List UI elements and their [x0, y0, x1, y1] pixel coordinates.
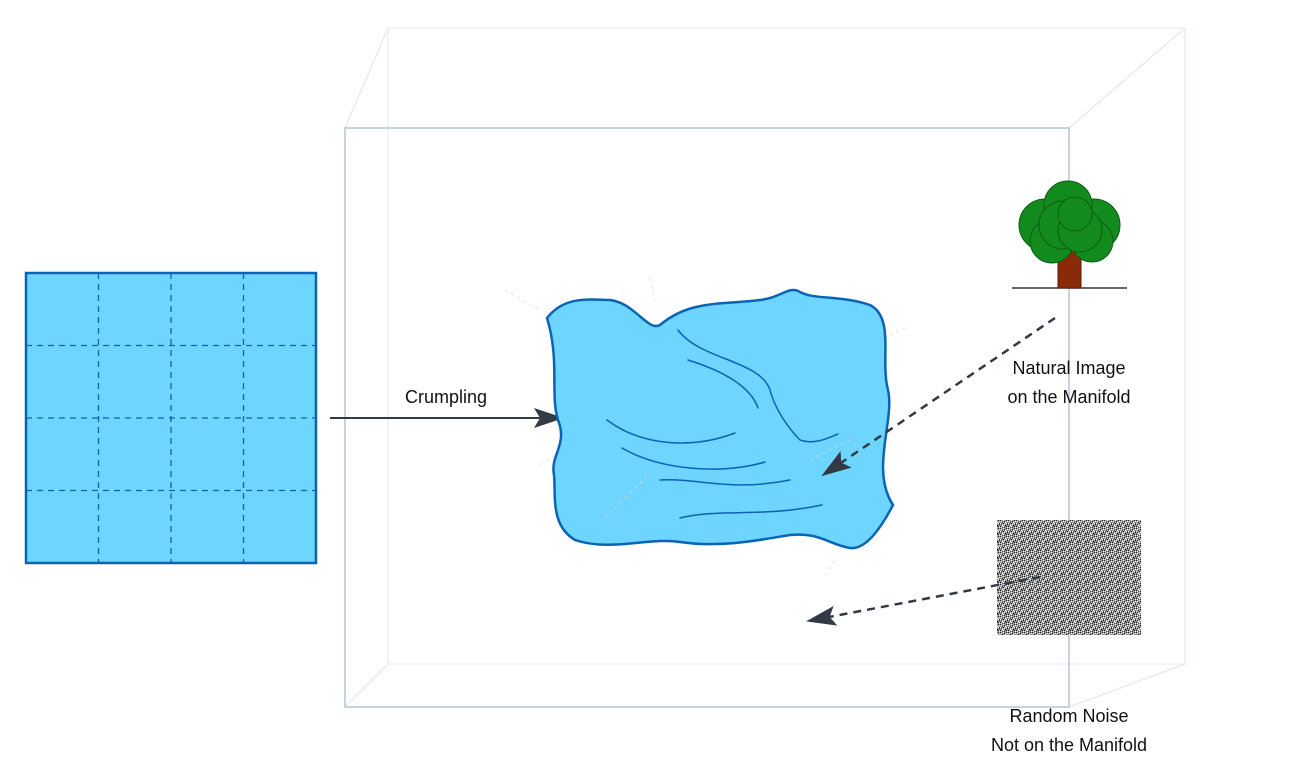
- crumpling-label: Crumpling: [405, 387, 487, 407]
- natural-image-label-line2: on the Manifold: [1007, 387, 1130, 407]
- noise-texture-icon: [997, 520, 1141, 635]
- natural-image-label-line1: Natural Image: [1012, 358, 1125, 378]
- crumpled-manifold-sheet-icon: [504, 277, 906, 576]
- noise-label-line1: Random Noise: [1009, 706, 1128, 726]
- noise-arrow: [806, 575, 1041, 626]
- natural-image-arrow: [821, 316, 1056, 477]
- flat-grid-sheet-icon: [24, 271, 318, 565]
- tree-icon: [1012, 180, 1127, 289]
- noise-label-line2: Not on the Manifold: [991, 735, 1147, 755]
